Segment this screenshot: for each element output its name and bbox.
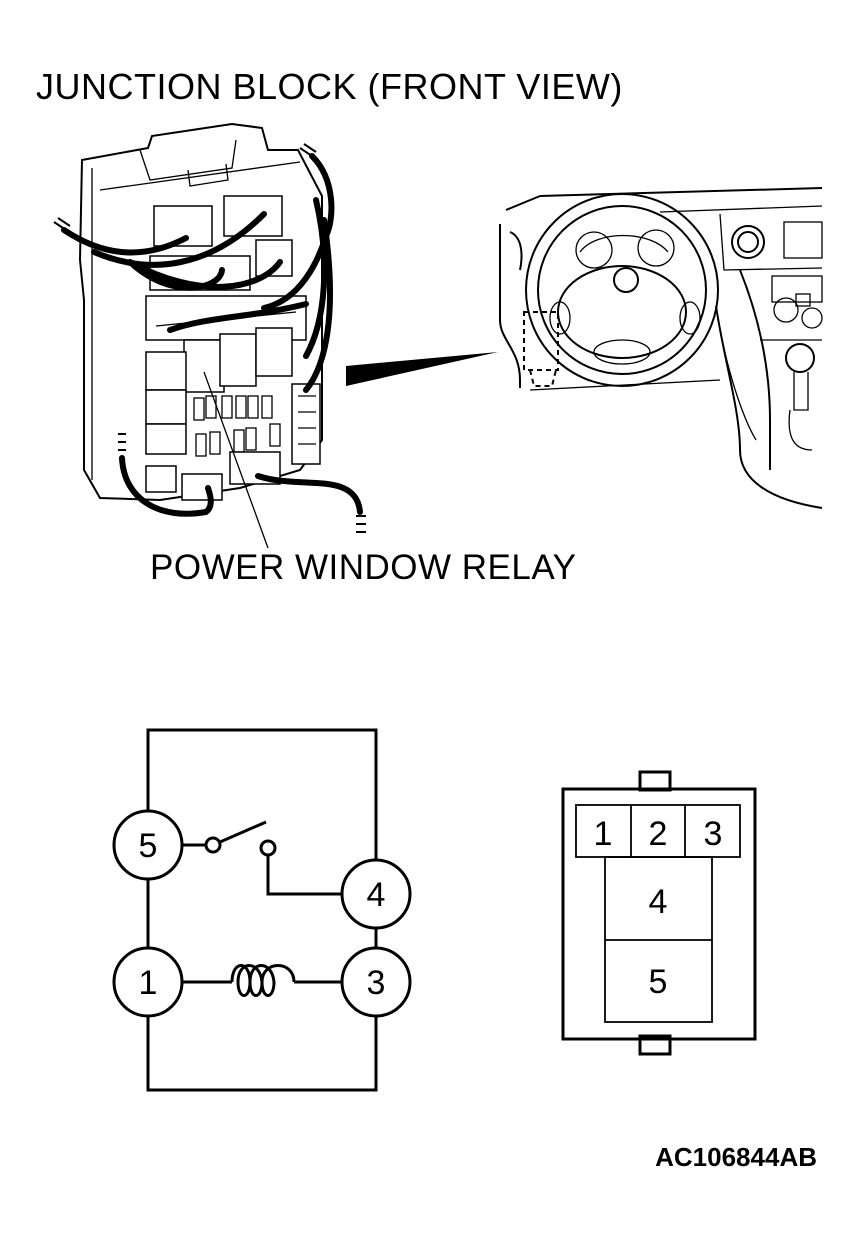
diagram-title: JUNCTION BLOCK (FRONT VIEW) [36,66,623,107]
connector-pin-2: 2 [649,815,668,853]
svg-text:4: 4 [367,876,386,914]
relay-connector-view: 1 2 3 4 5 [561,770,757,1056]
terminal-1: 1 [112,946,184,1018]
location-pointer [346,352,498,386]
terminal-5: 5 [112,809,184,881]
junction-block-illustration [53,122,366,549]
connector-pin-5: 5 [649,963,668,1001]
svg-text:3: 3 [367,964,386,1002]
svg-text:1: 1 [139,964,158,1002]
figure-id: AC106844AB [655,1142,817,1172]
relay-schematic: 5 4 1 3 [112,728,412,1092]
dashboard-illustration [499,187,823,509]
power-window-relay-label: POWER WINDOW RELAY [150,548,577,587]
connector-pin-4: 4 [649,883,668,921]
connector-pin-3: 3 [704,815,723,853]
terminal-4: 4 [340,858,412,930]
connector-pin-1: 1 [594,815,613,853]
terminal-3: 3 [340,946,412,1018]
svg-text:5: 5 [139,827,158,865]
